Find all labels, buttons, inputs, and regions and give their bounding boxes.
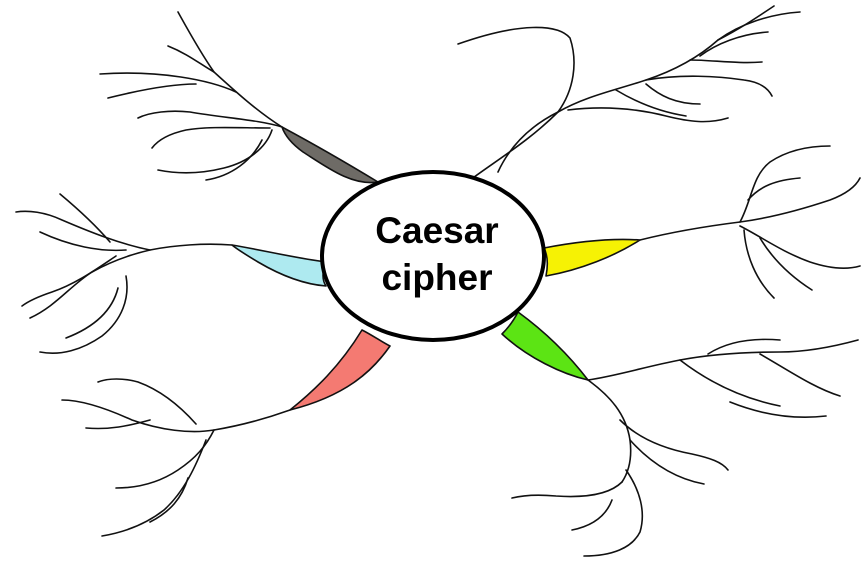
branch-line (458, 27, 574, 180)
central-topic-ellipse (322, 172, 544, 340)
branch-line (760, 238, 812, 290)
branch-top-left (100, 12, 378, 183)
branch-line (30, 272, 92, 318)
branch-line (116, 430, 214, 488)
branch-line (108, 84, 196, 98)
branch-line (40, 276, 127, 353)
branch-line (646, 76, 772, 96)
branch-line (98, 379, 196, 424)
branch-top-right (458, 6, 800, 180)
branch-right (544, 146, 860, 298)
ribbon-bottom-right (502, 312, 588, 380)
branch-line (680, 360, 780, 406)
branch-line (700, 32, 768, 56)
branch-line (568, 108, 728, 122)
branch-line (178, 12, 282, 127)
branch-line (646, 84, 700, 104)
branch-line (690, 60, 762, 63)
branch-line (740, 226, 860, 268)
branch-line (86, 420, 150, 429)
branch-line (558, 12, 800, 112)
branch-line (60, 194, 110, 242)
branch-line (100, 73, 236, 92)
branch-line (512, 482, 622, 498)
branch-left (16, 194, 326, 353)
branch-line (572, 500, 612, 530)
ribbon-left (232, 245, 326, 286)
branch-line (168, 46, 214, 72)
branch-bottom-left (62, 330, 390, 536)
branch-bottom-right (502, 312, 858, 556)
ribbon-top-left (282, 127, 378, 183)
ribbon-bottom-left (290, 330, 390, 410)
branch-line (16, 211, 150, 250)
branch-line (152, 128, 270, 149)
branch-line (22, 256, 116, 306)
branch-line (740, 146, 830, 222)
branch-line (588, 380, 631, 482)
branch-line (40, 232, 126, 250)
ribbon-right (544, 239, 640, 276)
branch-line (744, 230, 774, 298)
central-topic: Caesar cipher (322, 172, 544, 340)
branch-line (620, 420, 728, 470)
branch-line (138, 111, 282, 127)
branch-line (206, 140, 262, 180)
central-topic-line-2: cipher (381, 257, 492, 298)
branch-line (584, 470, 642, 556)
branch-line (730, 402, 826, 417)
central-topic-line-1: Caesar (375, 210, 498, 251)
branch-line (630, 440, 704, 484)
branch-line (760, 354, 840, 396)
branch-line (66, 288, 118, 338)
